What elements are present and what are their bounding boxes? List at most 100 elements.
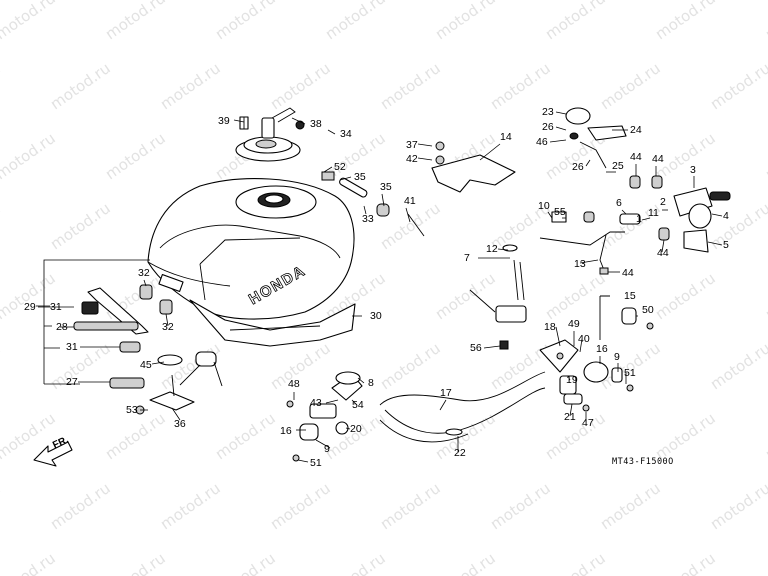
callout-42: 42 — [406, 153, 418, 165]
callout-34: 34 — [340, 128, 352, 140]
leader-lines — [38, 111, 723, 463]
callout-35: 35 — [354, 171, 366, 183]
fuel-valve-assembly — [469, 211, 641, 350]
watermark-text: motod.ru — [487, 339, 554, 393]
watermark-text: motod.ru — [102, 549, 169, 576]
front-direction-arrow: FR. — [33, 434, 73, 467]
watermark-text: motod.ru — [0, 479, 4, 533]
watermark-text: motod.ru — [432, 269, 499, 323]
watermark-text: motod.ru — [432, 0, 499, 43]
watermark-text: motod.ru — [102, 0, 169, 43]
callout-44: 44 — [630, 151, 642, 163]
leader-line — [567, 375, 571, 381]
watermark-text: motod.ru — [212, 549, 279, 576]
watermark-text: motod.ru — [652, 549, 719, 576]
callout-51: 51 — [624, 367, 636, 379]
leader-line — [345, 427, 351, 430]
watermark-text: motod.ru — [377, 339, 444, 393]
watermark-text: motod.ru — [0, 199, 4, 253]
callout-41: 41 — [404, 195, 416, 207]
watermark-text: motod.ru — [707, 199, 768, 253]
watermark-text: motod.ru — [762, 409, 768, 463]
callout-56: 56 — [470, 342, 482, 354]
callout-9: 9 — [324, 443, 330, 455]
callout-10: 10 — [538, 200, 550, 212]
leader-line — [547, 211, 553, 219]
callout-19: 19 — [566, 374, 578, 386]
callout-35: 35 — [380, 181, 392, 193]
leader-line — [555, 126, 567, 131]
callout-31: 31 — [66, 341, 78, 353]
callout-46: 46 — [536, 136, 548, 148]
watermark-text: motod.ru — [762, 0, 768, 43]
cable-mechanism-group — [286, 371, 363, 462]
leader-line — [439, 399, 447, 411]
callout-49: 49 — [568, 318, 580, 330]
callout-9: 9 — [614, 351, 620, 363]
callout-12: 12 — [486, 243, 498, 255]
leader-line — [327, 129, 336, 135]
watermark-text: motod.ru — [762, 129, 768, 183]
callout-21: 21 — [564, 411, 576, 423]
watermark-text: motod.ru — [597, 59, 664, 113]
leader-line — [357, 377, 365, 384]
tank-bottom-cover — [158, 273, 356, 347]
callout-11: 11 — [648, 207, 659, 219]
watermark-text: motod.ru — [157, 339, 224, 393]
callout-54: 54 — [352, 399, 364, 411]
callout-24: 24 — [630, 124, 642, 136]
bracket-15-group — [599, 295, 654, 340]
watermark-text: motod.ru — [267, 479, 334, 533]
callout-27: 27 — [66, 376, 78, 388]
watermark-text: motod.ru — [542, 0, 609, 43]
watermark-text: motod.ru — [652, 0, 719, 43]
callout-29: 29 — [24, 301, 36, 313]
callout-3: 3 — [690, 164, 696, 176]
callout-53: 53 — [126, 404, 138, 416]
callout-44: 44 — [622, 267, 634, 279]
callout-1: 1 — [636, 213, 642, 225]
leader-line — [661, 239, 665, 253]
leader-line — [315, 439, 331, 449]
callout-44: 44 — [652, 153, 664, 165]
leader-line — [579, 338, 583, 353]
watermark-text: motod.ru — [102, 269, 169, 323]
callout-40: 40 — [578, 333, 590, 345]
leader-line — [151, 361, 165, 365]
watermark-text: motod.ru — [0, 339, 4, 393]
callout-25: 25 — [612, 160, 624, 172]
leader-line — [641, 217, 651, 221]
watermark-text: motod.ru — [47, 59, 114, 113]
callout-55: 55 — [554, 206, 566, 218]
leader-line — [339, 176, 352, 181]
callout-50: 50 — [642, 304, 654, 316]
watermark-text: motod.ru — [487, 479, 554, 533]
control-cables — [379, 371, 546, 443]
watermark-text: motod.ru — [652, 409, 719, 463]
leader-line — [579, 259, 599, 264]
callout-15: 15 — [624, 290, 636, 302]
callout-36: 36 — [174, 418, 186, 430]
callout-17: 17 — [440, 387, 452, 399]
callout-43: 43 — [310, 397, 322, 409]
callout-51: 51 — [310, 457, 322, 469]
group-brackets — [36, 259, 150, 385]
left-side-parts — [73, 284, 173, 389]
callout-32: 32 — [138, 267, 150, 279]
callout-45: 45 — [140, 359, 152, 371]
watermark-text: motod.ru — [0, 549, 59, 576]
callout-37: 37 — [406, 139, 418, 151]
callout-26: 26 — [542, 121, 554, 133]
leader-line — [621, 209, 627, 215]
callout-32: 32 — [162, 321, 174, 333]
callout-14: 14 — [500, 131, 512, 143]
watermark-text: motod.ru — [707, 59, 768, 113]
callout-39: 39 — [218, 115, 230, 127]
leader-line — [479, 143, 501, 161]
callout-48: 48 — [288, 378, 300, 390]
watermark-text: motod.ru — [102, 409, 169, 463]
leader-line — [707, 241, 723, 246]
watermark-text: motod.ru — [432, 549, 499, 576]
